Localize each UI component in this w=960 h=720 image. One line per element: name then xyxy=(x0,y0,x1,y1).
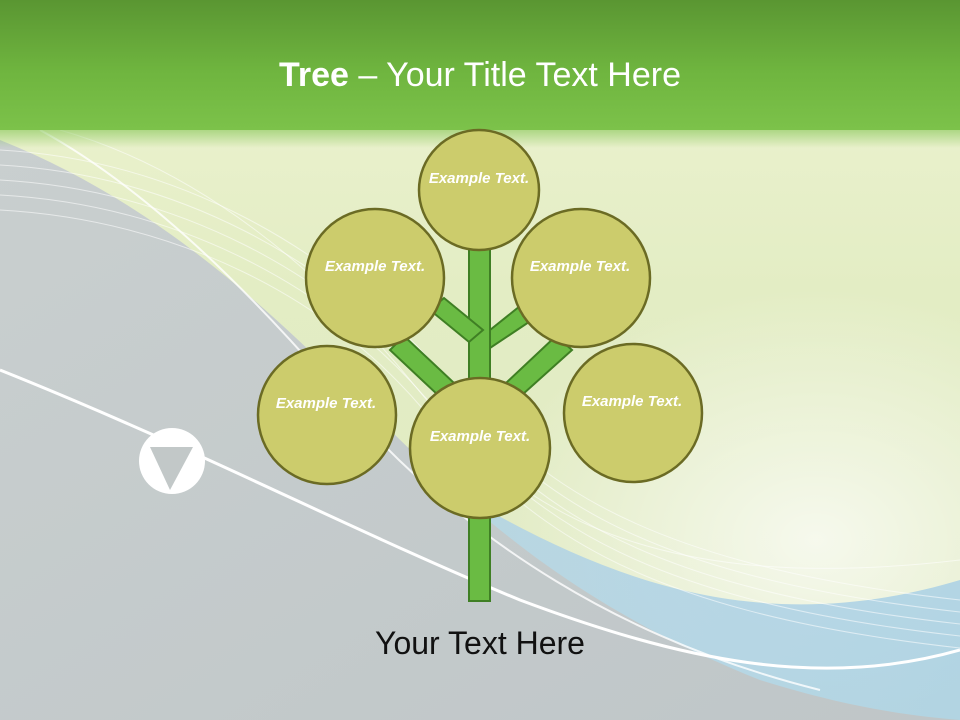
title-bold-part: Tree xyxy=(279,56,349,94)
node-center-label: Example Text. xyxy=(429,428,531,445)
node-upper-right-label: Example Text. xyxy=(529,258,631,275)
node-top xyxy=(417,128,541,252)
bottom-caption: Your Text Here xyxy=(375,625,585,661)
node-lower-right-label: Example Text. xyxy=(581,393,683,410)
node-upper-left xyxy=(304,207,446,349)
node-upper-right xyxy=(510,207,652,349)
tree-nodes xyxy=(256,128,704,520)
node-upper-left-label: Example Text. xyxy=(324,258,426,275)
slide-title: Tree – Your Title Text Here xyxy=(0,52,960,98)
node-center xyxy=(408,376,552,520)
node-top-label: Example Text. xyxy=(428,170,530,187)
node-lower-right xyxy=(562,342,704,484)
node-lower-left-label: Example Text. xyxy=(275,395,377,412)
triangle-marker-icon xyxy=(139,428,205,494)
node-lower-left xyxy=(256,344,398,486)
title-rest-part: – Your Title Text Here xyxy=(348,56,681,94)
title-band xyxy=(0,0,960,148)
